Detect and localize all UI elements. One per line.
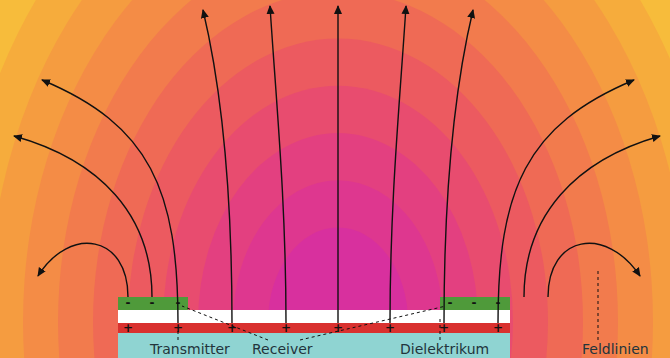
transmitter-electrode: [118, 323, 510, 333]
part-label: Transmitter: [150, 342, 230, 356]
charge-sign: +: [123, 322, 133, 334]
charge-sign: -: [176, 297, 181, 309]
field-band: [23, 0, 653, 358]
field-lines: [14, 6, 660, 323]
charge-sign: -: [150, 297, 155, 309]
charge-sign: +: [227, 322, 237, 334]
charge-sign: +: [173, 322, 183, 334]
charge-sign: +: [333, 322, 343, 334]
charge-sign: -: [472, 297, 477, 309]
receiver-electrode: [118, 297, 188, 310]
part-label: Receiver: [252, 342, 313, 356]
charge-sign: +: [385, 322, 395, 334]
part-label: Feldlinien: [582, 342, 649, 356]
field-band: [58, 0, 618, 358]
leader-lines: [178, 268, 598, 340]
charge-sign: +: [439, 322, 449, 334]
charge-sign: +: [493, 322, 503, 334]
field-band: [93, 0, 583, 358]
charge-sign: -: [496, 297, 501, 309]
charge-sign: -: [126, 297, 131, 309]
charge-sign: -: [448, 297, 453, 309]
charge-sign: +: [281, 322, 291, 334]
part-label: Dielektrikum: [400, 342, 489, 356]
receiver-electrode: [440, 297, 510, 310]
